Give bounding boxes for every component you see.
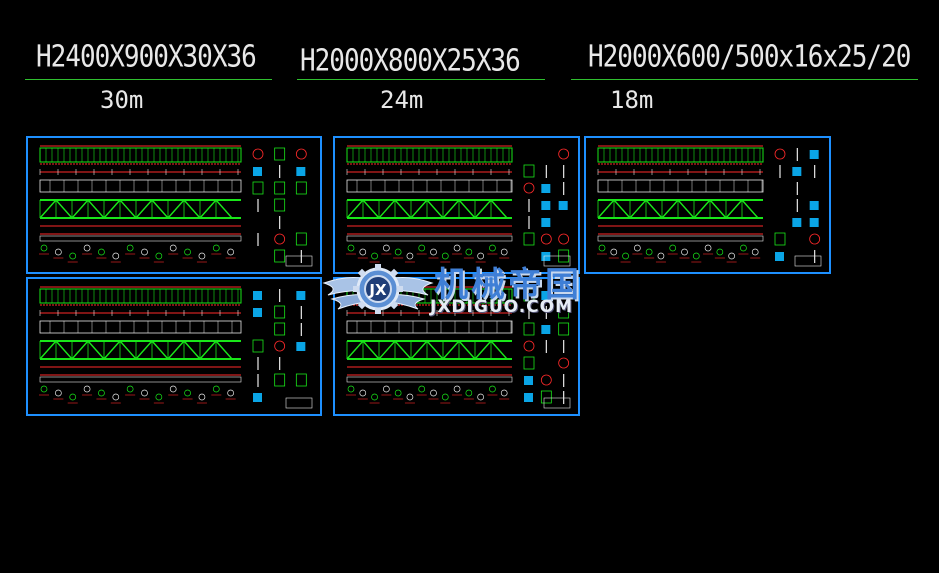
logo-letters: JX bbox=[368, 281, 387, 299]
header-spec-18m: H2000X600/500x16x25/20 bbox=[588, 40, 911, 75]
header-underline-30m bbox=[25, 79, 272, 80]
header-underline-18m bbox=[571, 79, 918, 80]
drawing-sheet-18m-1[interactable] bbox=[584, 136, 831, 274]
header-spec-30m: H2400X900X30X36 bbox=[36, 40, 257, 75]
span-label-30m: 30m bbox=[100, 86, 144, 114]
span-label-24m: 24m bbox=[380, 86, 424, 114]
header-underline-24m bbox=[297, 79, 545, 80]
gear-wings-icon: JX bbox=[322, 264, 434, 314]
drawing-sheet-30m-2[interactable] bbox=[26, 277, 322, 416]
header-spec-24m: H2000X800X25X36 bbox=[300, 44, 521, 79]
drawing-sheet-24m-1[interactable] bbox=[333, 136, 580, 274]
watermark-logo: JX 机械帝国 JXDIGUO.COM bbox=[322, 255, 622, 325]
watermark-chinese-text: 机械帝国 bbox=[434, 265, 582, 305]
span-label-18m: 18m bbox=[610, 86, 654, 114]
watermark-english-text[interactable]: JXDIGUO.COM bbox=[430, 297, 574, 317]
drawing-sheet-30m-1[interactable] bbox=[26, 136, 322, 274]
